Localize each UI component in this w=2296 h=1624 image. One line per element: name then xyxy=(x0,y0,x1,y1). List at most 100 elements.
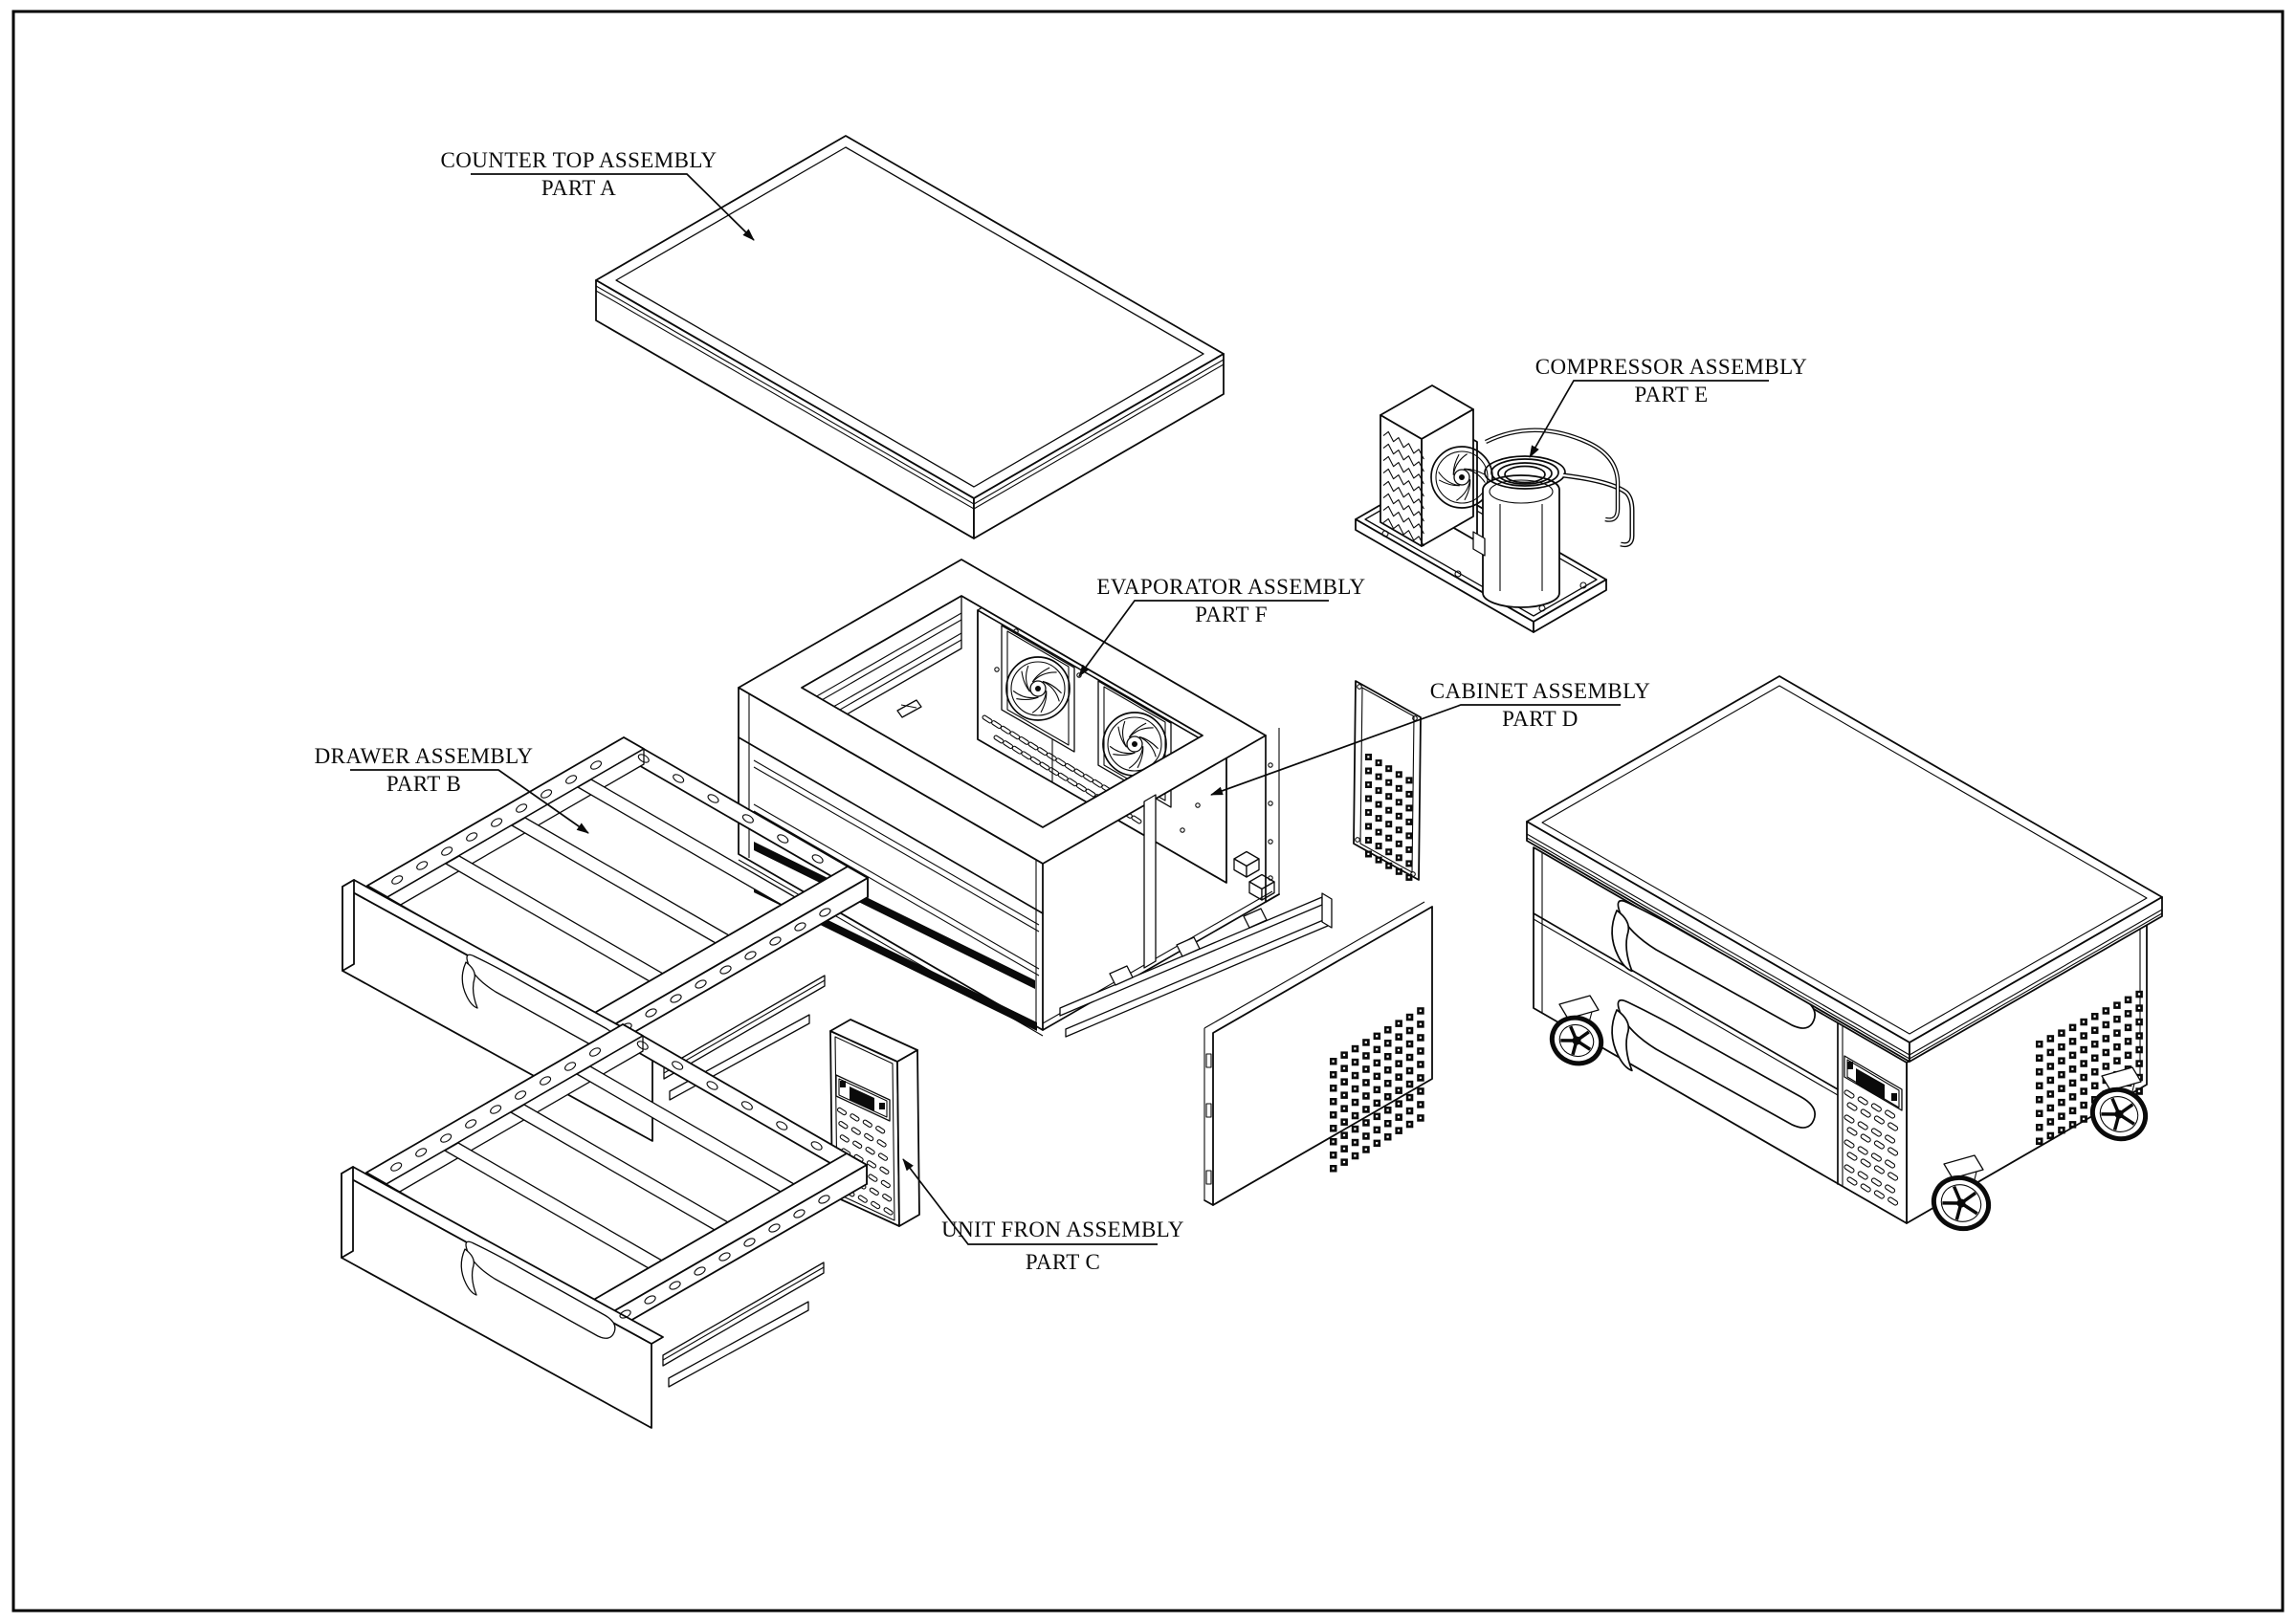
perforation-hole xyxy=(769,936,782,946)
perforation-hole xyxy=(564,1062,577,1071)
perforation-hole xyxy=(565,775,578,784)
vent-slot xyxy=(1870,1152,1882,1162)
condenser-fin-row xyxy=(1382,505,1424,535)
drawer-line xyxy=(662,1266,825,1361)
drawer-panel-end xyxy=(341,1166,354,1259)
vent-slot xyxy=(882,1194,893,1202)
compressor-coil-rings xyxy=(1484,455,1566,490)
grille-pip xyxy=(2127,1040,2130,1042)
drawer-slide-rail xyxy=(668,1301,809,1388)
grille-pip xyxy=(2082,1020,2086,1023)
grille-pip xyxy=(2093,1028,2096,1032)
grille-pip xyxy=(2060,1086,2063,1090)
grille-pip xyxy=(1332,1140,1335,1143)
grille-pip xyxy=(1332,1113,1335,1116)
unit-front-face xyxy=(1533,846,1908,1224)
grille-pip xyxy=(1342,1120,1346,1124)
grille-pip xyxy=(1342,1080,1346,1084)
grille-pip xyxy=(1376,1102,1379,1105)
vent-slot xyxy=(875,1126,886,1134)
fan-blade xyxy=(1042,680,1060,702)
grille-pip xyxy=(1407,806,1410,809)
grille-pip xyxy=(1386,1042,1389,1044)
drawer-assembly-lower xyxy=(341,1023,868,1429)
perforation-hole xyxy=(740,1101,753,1110)
grille-pip xyxy=(1367,852,1370,855)
fan-blade xyxy=(1464,468,1486,483)
vent-slot xyxy=(839,1134,850,1143)
perforation-hole xyxy=(541,789,553,799)
fan-ring-inner xyxy=(1435,450,1489,504)
grille-pip xyxy=(2105,1037,2108,1040)
perforation-hole xyxy=(768,1223,781,1233)
grille-pip xyxy=(2115,1018,2118,1020)
grille-pip xyxy=(1387,837,1390,840)
fan-blade xyxy=(1128,746,1144,769)
vent-slot xyxy=(880,1179,891,1189)
grille-pip xyxy=(2105,1023,2108,1026)
casters xyxy=(1549,995,2149,1232)
grille-pip xyxy=(1407,834,1410,837)
rail-clip xyxy=(896,699,922,718)
callout-part-d-part: PART D xyxy=(1502,707,1578,731)
caster-wheel xyxy=(1549,1015,1604,1066)
perforation-hole xyxy=(794,922,806,932)
grille-pip xyxy=(1408,1056,1411,1059)
unit-control-section xyxy=(1843,1055,1903,1206)
grille-pip xyxy=(1386,1108,1389,1111)
grille-pip xyxy=(1408,1069,1411,1072)
grille-pip xyxy=(1376,1088,1379,1091)
callout-part-c-part: PART C xyxy=(1026,1250,1100,1274)
perforation-hole xyxy=(491,818,503,827)
grille-pip xyxy=(1397,1035,1401,1039)
perforation-hole xyxy=(810,1141,823,1151)
callout-part-f-title: EVAPORATOR ASSEMBLY xyxy=(1096,575,1365,599)
grille-pip xyxy=(2038,1056,2041,1060)
grille-pip xyxy=(1376,1048,1379,1051)
grille-pip xyxy=(2093,1015,2096,1018)
grille-pip xyxy=(2137,1076,2141,1079)
grille-pip xyxy=(1419,1089,1422,1092)
grille-pip xyxy=(1332,1167,1335,1170)
compressor-deck-rails xyxy=(1059,892,1333,1038)
perforation-hole xyxy=(707,794,719,803)
perforation-hole xyxy=(670,994,682,1003)
vent-slot xyxy=(877,1152,889,1161)
fan-blade xyxy=(1452,453,1468,475)
grille-pip xyxy=(1397,1129,1401,1132)
mounting-blocks xyxy=(1233,850,1275,901)
vent-slot xyxy=(1857,1121,1868,1130)
grille-pip xyxy=(1398,787,1401,790)
grille-pip xyxy=(2060,1073,2063,1076)
grille-pip xyxy=(2049,1037,2052,1040)
grille-pip xyxy=(1398,815,1401,818)
grille-pip xyxy=(1386,1135,1389,1138)
grille-pip xyxy=(2137,1048,2141,1051)
callout-part-f-part: PART F xyxy=(1195,603,1268,626)
unit-side-grille xyxy=(2036,990,2143,1145)
grille-pip xyxy=(1397,1075,1401,1079)
grille-pip xyxy=(2105,1064,2108,1067)
grille-pip xyxy=(1377,830,1380,834)
vent-slot xyxy=(838,1121,849,1130)
grille-pip xyxy=(1386,1082,1389,1085)
grille-pip xyxy=(1387,795,1390,798)
fan-ring xyxy=(1430,446,1493,509)
grille-pip xyxy=(1364,1067,1367,1070)
fan-blade xyxy=(1128,727,1154,738)
callout-part-f: EVAPORATOR ASSEMBLY PART F xyxy=(1078,575,1365,677)
vent-slot xyxy=(1885,1159,1896,1169)
grille-pip xyxy=(1376,1062,1379,1064)
grille-pip xyxy=(2060,1114,2063,1118)
fan-ring-inner xyxy=(1107,716,1162,772)
control-display xyxy=(1856,1068,1885,1100)
grille-pip xyxy=(1397,1021,1401,1025)
grille-pip xyxy=(2082,1062,2086,1065)
grille-pip xyxy=(1367,824,1370,827)
grille-pip xyxy=(1342,1066,1346,1070)
grille-pip xyxy=(1354,1154,1357,1157)
caster-wheel xyxy=(1931,1174,1992,1232)
perforation-hole xyxy=(777,834,789,844)
drawer-slat xyxy=(511,817,730,944)
vent-slot xyxy=(1857,1171,1868,1180)
